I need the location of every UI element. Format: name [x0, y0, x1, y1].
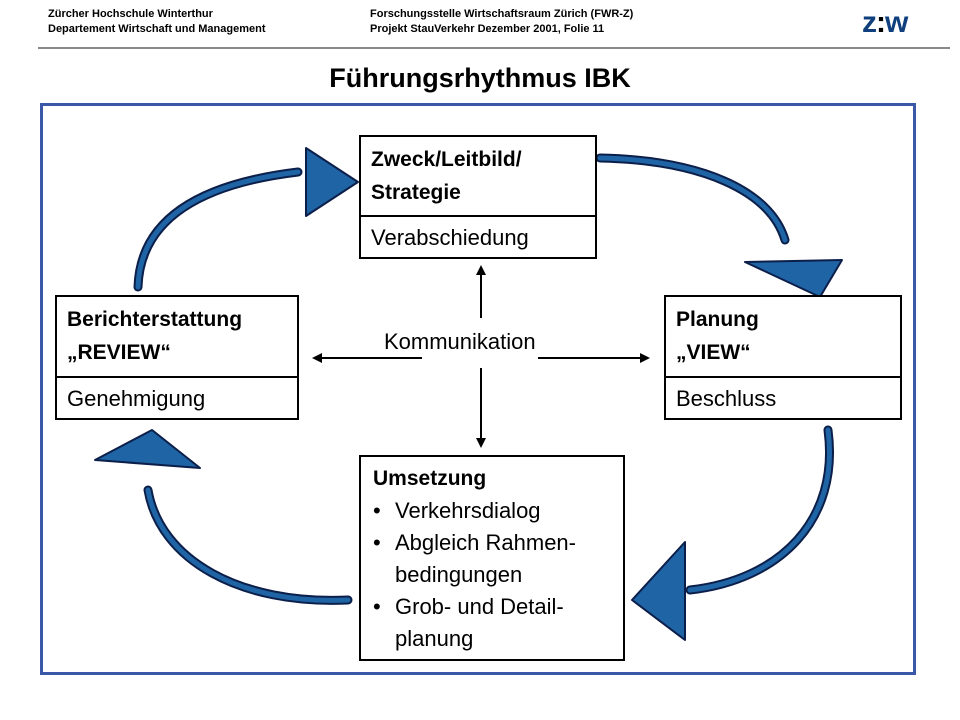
logo-w: w — [885, 6, 908, 39]
logo-colon: : — [876, 6, 886, 39]
box-planung-title-line1: Planung — [676, 308, 759, 331]
umsetzung-item-continuation: bedingungen — [373, 559, 611, 591]
diagram-frame — [40, 103, 916, 675]
box-zweck-subtitle: Verabschiedung — [371, 225, 529, 250]
cycle-arrowhead-bottom-left — [94, 429, 201, 469]
header-divider — [38, 47, 950, 49]
header-project: Forschungsstelle Wirtschaftsraum Zürich … — [370, 7, 633, 37]
cycle-arc-bottom-right — [685, 425, 834, 595]
logo-z: z — [862, 6, 877, 39]
box-umsetzung-title: Umsetzung — [373, 467, 487, 490]
box-bericht-header: Berichterstattung „REVIEW“ — [57, 297, 297, 378]
box-planung-header: Planung „VIEW“ — [666, 297, 900, 378]
box-berichterstattung: Berichterstattung „REVIEW“ Genehmigung — [55, 295, 299, 420]
header-institution-line2: Departement Wirtschaft und Management — [48, 23, 266, 35]
box-umsetzung: Umsetzung Verkehrsdialog Abgleich Rahmen… — [359, 455, 625, 661]
box-bericht-title-line2: „REVIEW“ — [67, 341, 171, 364]
umsetzung-item: Grob- und Detail- — [373, 591, 611, 623]
box-planung: Planung „VIEW“ Beschluss — [664, 295, 902, 420]
box-planung-subtitle: Beschluss — [676, 386, 777, 411]
header-institution: Zürcher Hochschule Winterthur Departemen… — [48, 7, 266, 37]
box-zweck-leitbild-strategie: Zweck/Leitbild/ Strategie Verabschiedung — [359, 135, 597, 259]
cycle-arrowhead-top-left — [305, 147, 359, 217]
umsetzung-list: Verkehrsdialog Abgleich Rahmen- bedingun… — [373, 495, 611, 655]
box-bericht-subtitle: Genehmigung — [67, 386, 206, 411]
umsetzung-item-continuation-text: bedingungen — [395, 562, 523, 587]
header-institution-line1: Zürcher Hochschule Winterthur — [48, 8, 213, 20]
center-label-kommunikation: Kommunikation — [384, 329, 536, 354]
header-project-line2: Projekt StauVerkehr Dezember 2001, Folie… — [370, 23, 605, 35]
umsetzung-item: Verkehrsdialog — [373, 495, 611, 527]
box-zweck-header: Zweck/Leitbild/ Strategie — [361, 137, 595, 217]
umsetzung-item-continuation: planung — [373, 623, 611, 655]
box-planung-title-line2: „VIEW“ — [676, 341, 751, 364]
box-zweck-title-line2: Strategie — [371, 181, 461, 204]
umsetzung-item: Abgleich Rahmen- — [373, 527, 611, 559]
box-zweck-title-line1: Zweck/Leitbild/ — [371, 148, 522, 171]
zhw-logo: z:w — [862, 6, 942, 40]
page-title: Führungsrhythmus IBK — [329, 63, 631, 93]
cycle-arrowhead-top-right — [744, 259, 843, 298]
box-bericht-title-line1: Berichterstattung — [67, 308, 243, 331]
header-project-line1: Forschungsstelle Wirtschaftsraum Zürich … — [370, 8, 634, 20]
umsetzung-item-continuation-text: planung — [395, 626, 474, 651]
cycle-arrowhead-bottom-right — [631, 541, 686, 641]
